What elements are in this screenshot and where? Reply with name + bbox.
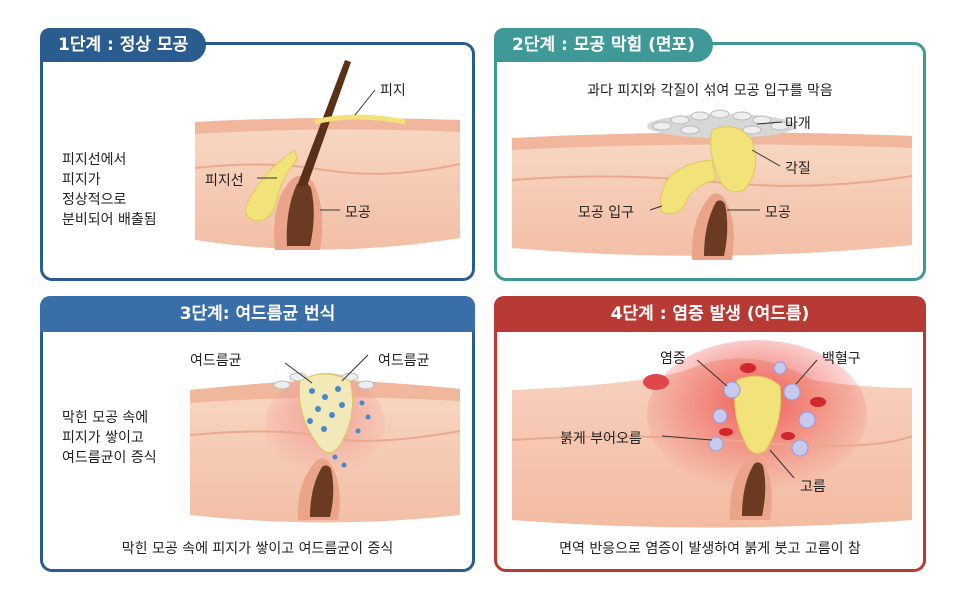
- panel-4-caption: 면역 반응으로 염증이 발생하여 붉게 붓고 고름이 참: [559, 541, 861, 557]
- label-plug: 마개: [785, 116, 811, 132]
- panel-3-description: 막힌 모공 속에 피지가 쌓이고 여드름균이 증식: [62, 408, 157, 468]
- label-bacteria-right: 여드름균: [378, 353, 430, 369]
- panel-3-title: 3단계: 여드름균 번식: [40, 296, 475, 332]
- desc-line: 피지가: [62, 172, 101, 188]
- label-sebum: 피지: [380, 83, 406, 99]
- label-pus: 고름: [800, 479, 826, 495]
- panel-3-caption: 막힌 모공 속에 피지가 쌓이고 여드름균이 증식: [121, 541, 394, 557]
- label-red-swelling: 붉게 부어오름: [560, 431, 642, 447]
- label-keratin: 각질: [785, 161, 811, 177]
- label-pore-entrance: 모공 입구: [578, 205, 634, 221]
- desc-line: 피지가 쌓이고: [62, 430, 144, 446]
- panel-1-description: 피지선에서 피지가 정상적으로 분비되어 배출됨: [62, 150, 157, 230]
- label-pore: 모공: [345, 205, 371, 221]
- desc-line: 막힌 모공 속에: [62, 410, 149, 426]
- inflamed-pore-illustration: [511, 340, 913, 528]
- label-white-blood-cells: 백혈구: [822, 351, 861, 367]
- clogged-pore-illustration: [511, 109, 913, 260]
- desc-line: 정상적으로: [62, 192, 127, 208]
- panel-1-title: 1단계 : 정상 모공: [40, 28, 207, 62]
- label-bacteria-left: 여드름균: [190, 353, 242, 369]
- label-sebaceous-gland: 피지선: [205, 173, 244, 189]
- desc-line: 분비되어 배출됨: [62, 212, 157, 228]
- label-inflammation: 염증: [660, 351, 686, 367]
- panel-2-title: 2단계 : 모공 막힘 (면포): [494, 28, 713, 62]
- normal-pore-illustration: [194, 60, 461, 250]
- panel-2-subtitle: 과다 피지와 각질이 섞여 모공 입구를 막음: [587, 83, 833, 99]
- bacteria-pore-illustration: [189, 354, 461, 523]
- panel-4-title: 4단계 : 염증 발생 (여드름): [494, 296, 926, 332]
- desc-line: 피지선에서: [62, 152, 127, 168]
- label-pore: 모공: [765, 205, 791, 221]
- desc-line: 여드름균이 증식: [62, 450, 157, 466]
